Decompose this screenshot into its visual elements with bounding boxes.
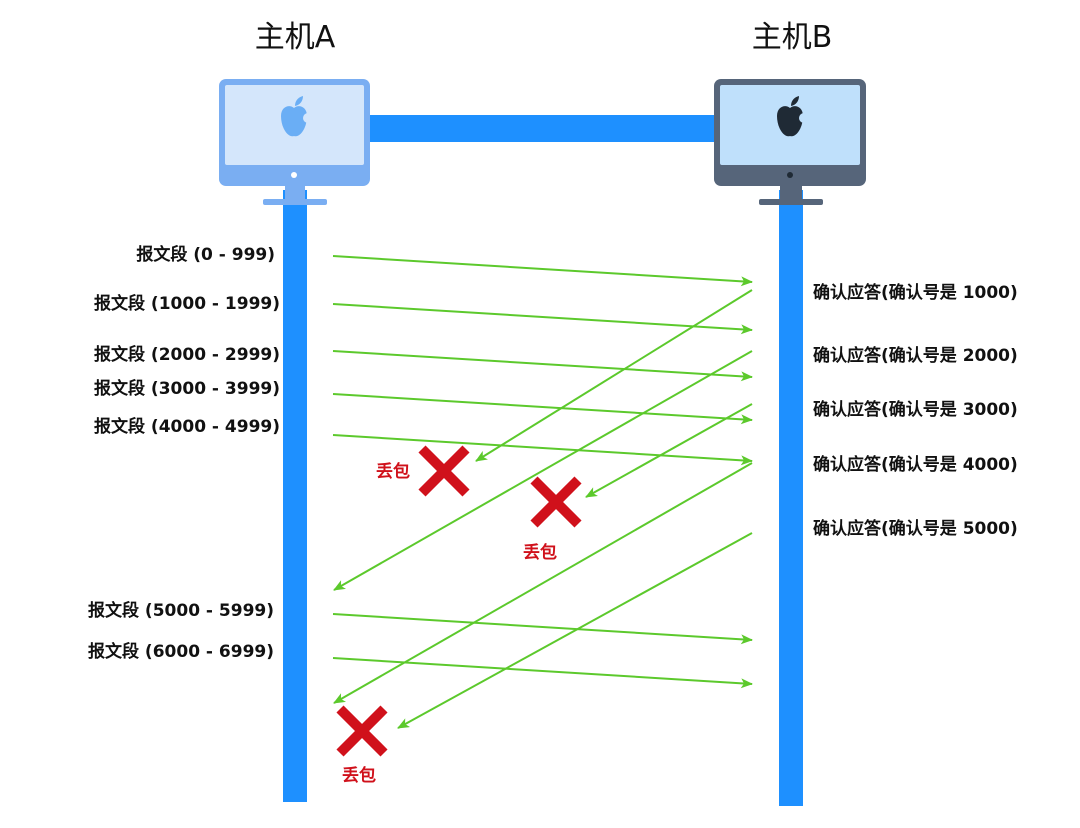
- network-link-bar: [368, 115, 718, 142]
- apple-logo-icon: [281, 96, 313, 137]
- segment-label: 报文段 (1000 - 1999): [94, 293, 280, 314]
- ack-label: 确认应答(确认号是 4000): [813, 454, 1018, 475]
- packet-loss-marker: 丢包: [376, 445, 470, 497]
- packet-loss-marker: 丢包: [336, 705, 388, 786]
- segment-label: 报文段 (6000 - 6999): [88, 641, 274, 662]
- host-a-computer-icon: [219, 79, 370, 205]
- loss-x-icon: [530, 476, 582, 528]
- segment-label: 报文段 (0 - 999): [136, 244, 275, 265]
- ack-arrow: [585, 403, 753, 498]
- ack-arrow: [397, 532, 753, 729]
- loss-label: 丢包: [342, 765, 376, 786]
- segment-arrow: [332, 350, 753, 382]
- ack-label: 确认应答(确认号是 5000): [813, 518, 1018, 539]
- host-b-title: 主机B: [752, 20, 833, 55]
- loss-label: 丢包: [523, 542, 557, 563]
- segment-arrow: [332, 393, 753, 425]
- segment-arrow: [332, 434, 753, 466]
- loss-x-icon: [418, 445, 470, 497]
- segment-label: 报文段 (5000 - 5999): [88, 600, 274, 621]
- host-b-computer-icon: [714, 79, 866, 205]
- packet-loss-marker: 丢包: [523, 476, 582, 563]
- host-a-title: 主机A: [255, 20, 336, 55]
- ack-arrow: [333, 350, 753, 591]
- segment-arrow: [332, 255, 753, 287]
- ack-label: 确认应答(确认号是 3000): [813, 399, 1018, 420]
- host-a-timeline: [283, 190, 307, 802]
- loss-x-icon: [336, 705, 388, 757]
- ack-arrow: [333, 462, 753, 704]
- segment-label: 报文段 (2000 - 2999): [94, 344, 280, 365]
- segment-arrow: [332, 303, 753, 335]
- loss-label: 丢包: [376, 461, 410, 482]
- ack-label: 确认应答(确认号是 2000): [813, 345, 1018, 366]
- segment-label: 报文段 (3000 - 3999): [94, 378, 280, 399]
- ack-label: 确认应答(确认号是 1000): [813, 282, 1018, 303]
- host-b-timeline: [779, 190, 803, 806]
- segment-arrow: [332, 657, 753, 689]
- ack-arrow: [475, 289, 753, 462]
- segment-label: 报文段 (4000 - 4999): [94, 416, 280, 437]
- segment-arrow: [332, 613, 753, 645]
- apple-logo-icon: [777, 96, 809, 137]
